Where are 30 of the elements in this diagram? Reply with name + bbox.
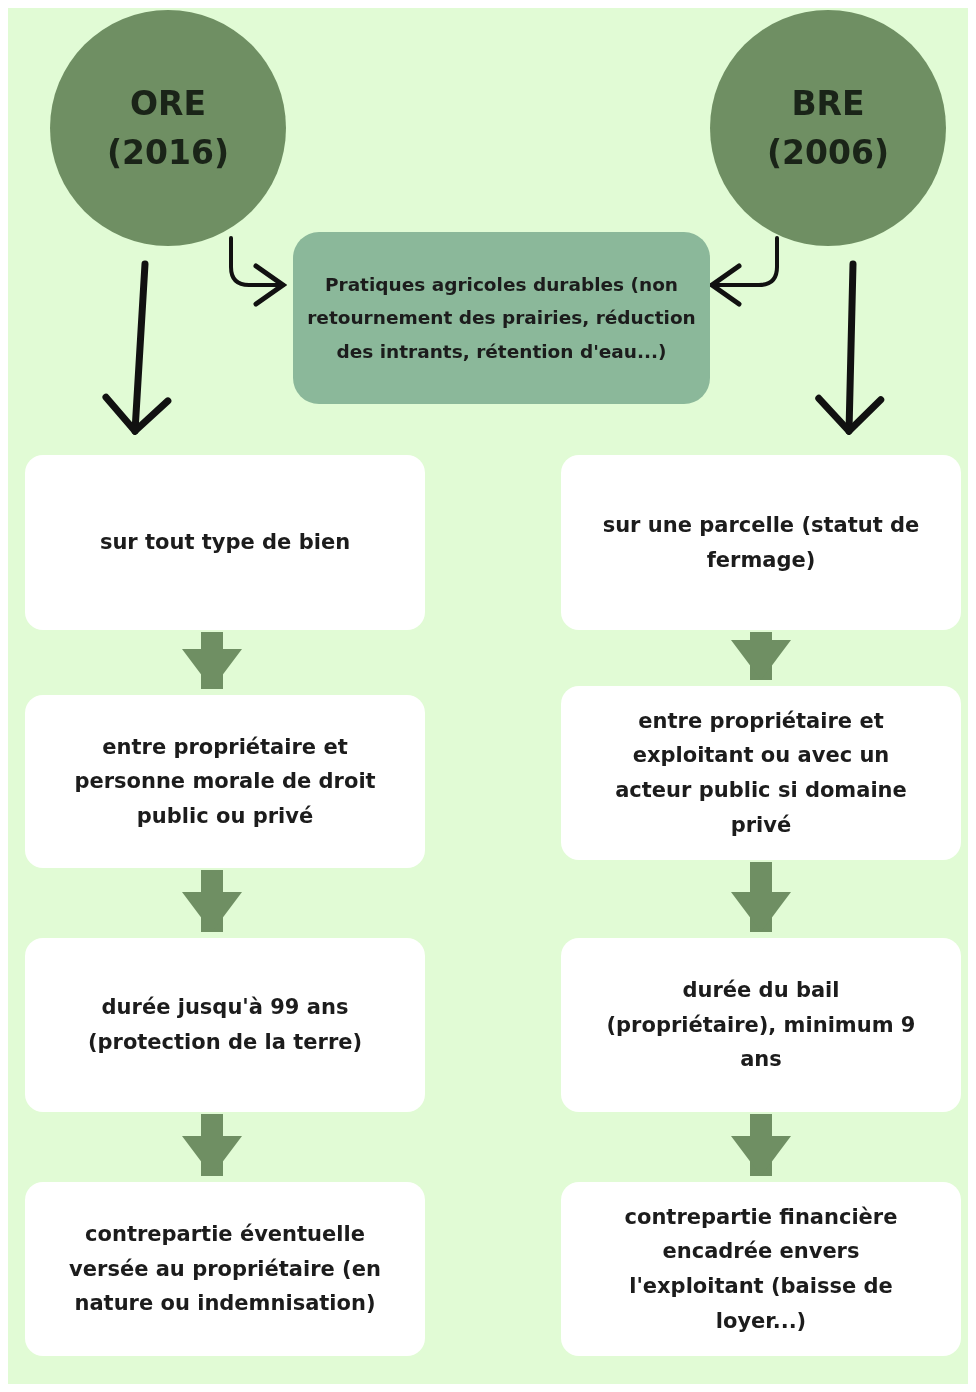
node-text: ORE (2016)	[107, 82, 229, 174]
block-arrow	[182, 632, 242, 689]
node-text: durée jusqu'à 99 ans (protection de la terre)	[86, 994, 364, 1056]
node-text: sur tout type de bien	[99, 529, 351, 557]
node-text: sur une parcelle (statut de fermage)	[601, 511, 921, 574]
info-box	[25, 1182, 425, 1356]
block-arrow	[182, 870, 242, 932]
block-arrow	[731, 1114, 791, 1176]
arrow	[229, 236, 286, 307]
arrow	[102, 260, 172, 435]
node-text: contrepartie éventuelle versée au propriétaire (en nature ou indemnisation)	[68, 1221, 382, 1318]
info-box	[561, 455, 961, 630]
block-arrow	[731, 862, 791, 932]
info-box	[25, 938, 425, 1112]
info-box	[561, 1182, 961, 1356]
info-box	[561, 686, 961, 860]
node-text: durée du bail (propriétaire), minimum 9 ans	[605, 977, 917, 1074]
arrow	[709, 236, 779, 307]
node-text: BRE (2006)	[767, 82, 889, 174]
practice-box	[293, 232, 710, 404]
node-text: contrepartie financière encadrée envers l'exploitant (baisse de loyer...)	[623, 1203, 899, 1335]
node-text: entre propriétaire et exploitant ou avec un acteur public si domaine privé	[614, 707, 908, 839]
node-text: Pratiques agricoles durables (non retournement des prairies, réduction des intrants, rétention d'eau...)	[306, 273, 697, 364]
block-arrow	[182, 1114, 242, 1176]
info-box	[561, 938, 961, 1112]
arrow	[815, 260, 885, 435]
node-text: entre propriétaire et personne morale de droit public ou privé	[73, 733, 377, 830]
block-arrow	[731, 632, 791, 680]
info-box	[25, 455, 425, 630]
info-box	[25, 695, 425, 868]
